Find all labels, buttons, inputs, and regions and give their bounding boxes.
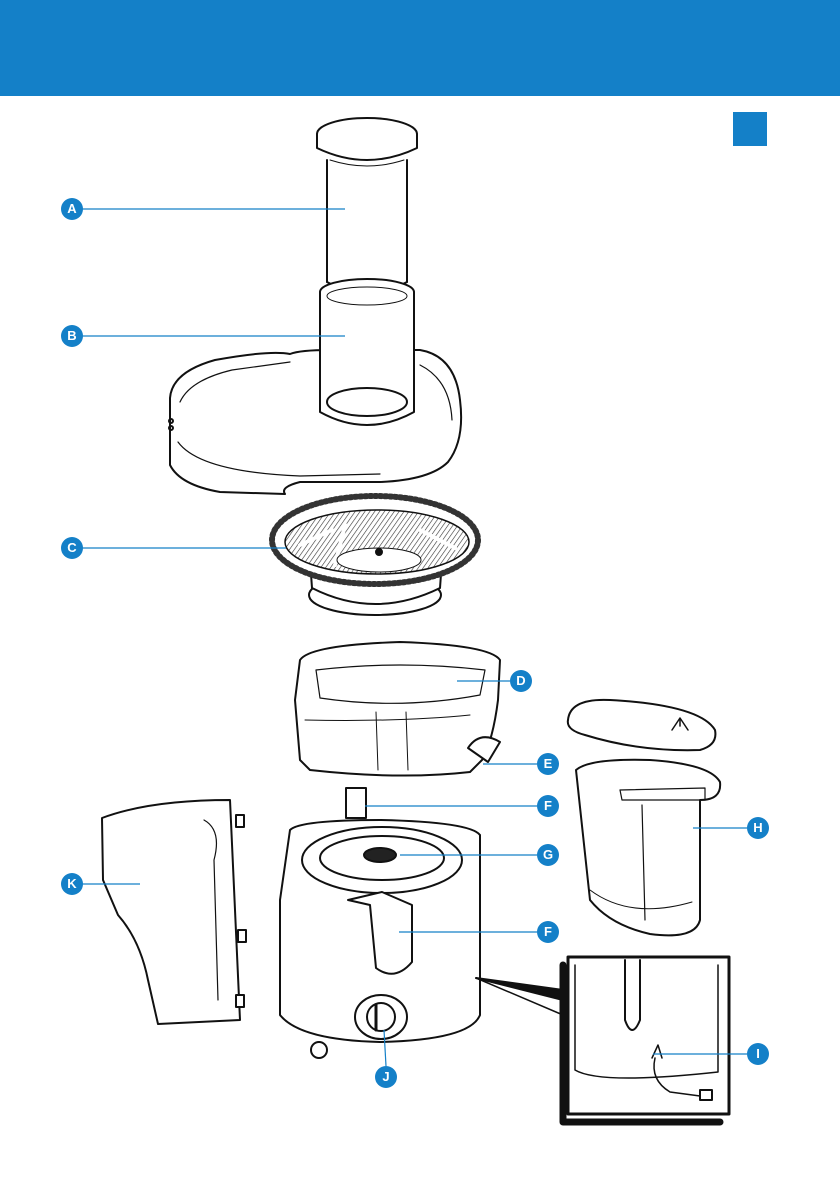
callout-k: K <box>61 873 83 895</box>
callout-f-top: F <box>537 795 559 817</box>
part-pulp-container <box>102 800 246 1024</box>
part-pusher <box>317 118 417 293</box>
part-pulp-bowl <box>295 642 500 776</box>
callout-g: G <box>537 844 559 866</box>
part-motor-base <box>280 788 480 1058</box>
callout-j: J <box>375 1066 397 1088</box>
callout-d: D <box>510 670 532 692</box>
callout-a: A <box>61 198 83 220</box>
part-filter <box>272 496 478 615</box>
callout-h: H <box>747 817 769 839</box>
callout-f-bottom: F <box>537 921 559 943</box>
detail-inset <box>476 957 729 1122</box>
callout-i: I <box>747 1043 769 1065</box>
callout-e: E <box>537 753 559 775</box>
callout-b: B <box>61 325 83 347</box>
part-juice-jug <box>568 700 720 936</box>
part-lid <box>169 279 461 494</box>
callout-c: C <box>61 537 83 559</box>
